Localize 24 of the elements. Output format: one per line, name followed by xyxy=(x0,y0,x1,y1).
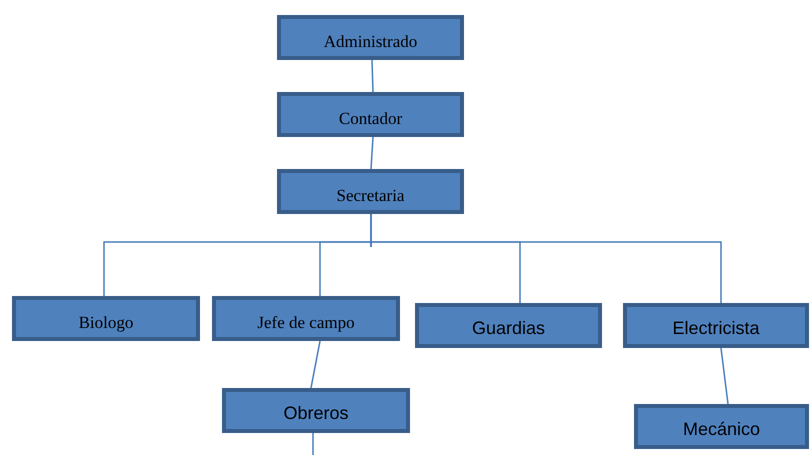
org-box xyxy=(415,303,602,348)
org-box xyxy=(12,296,200,341)
connector-line xyxy=(310,340,321,388)
box-label: Contador xyxy=(338,108,402,130)
org-box xyxy=(222,388,410,433)
box-label: Secretaria xyxy=(336,184,404,206)
org-box xyxy=(277,169,464,214)
org-box xyxy=(623,303,809,348)
box-label: Jefe de campo xyxy=(257,312,355,334)
box-label: Administrado xyxy=(324,30,418,52)
box-label: Electricista xyxy=(672,317,760,340)
org-box xyxy=(634,404,809,449)
connector-line xyxy=(312,433,314,455)
box-label: Biologo xyxy=(78,312,134,334)
org-box xyxy=(277,92,464,137)
org-box xyxy=(277,15,464,60)
connector-line xyxy=(720,348,729,404)
connector-line xyxy=(370,213,722,304)
box-label: Mecánico xyxy=(682,418,760,441)
connector-line xyxy=(370,136,374,170)
org-box xyxy=(212,296,400,341)
box-label: Guardias xyxy=(472,317,546,340)
box-label: Obreros xyxy=(283,402,349,425)
connector-line xyxy=(371,60,374,92)
